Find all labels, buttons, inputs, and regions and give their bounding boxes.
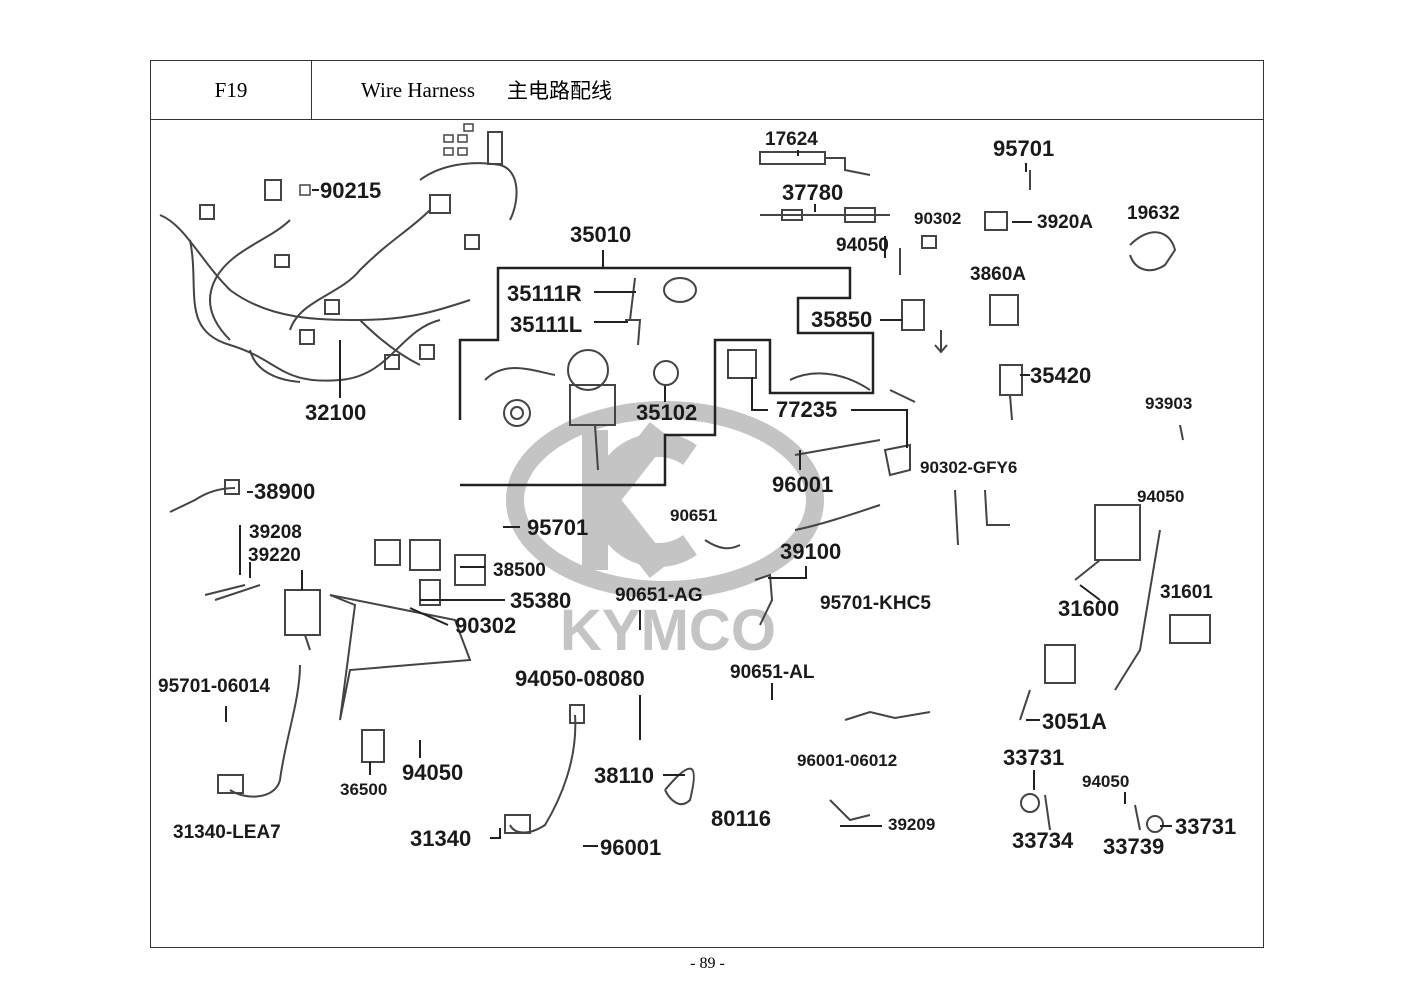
part-label-31601: 31601: [1160, 582, 1213, 603]
part-label-33739: 33739: [1103, 834, 1165, 859]
part-label-77235: 77235: [776, 397, 838, 422]
part-label-90651: 90651: [670, 506, 718, 525]
part-label-95701-mid: 95701: [527, 515, 589, 540]
part-label-35111L: 35111L: [510, 312, 583, 337]
part-label-35380: 35380: [510, 588, 572, 613]
part-label-35420: 35420: [1030, 363, 1092, 388]
assembly-outline-35010: [458, 266, 875, 487]
part-label-95701-KHC5: 95701-KHC5: [820, 593, 931, 614]
part-label-3860A: 3860A: [970, 264, 1026, 285]
leader-lines: [225, 150, 1172, 847]
part-label-31600: 31600: [1058, 596, 1120, 621]
part-label-94050-08080: 94050-08080: [515, 666, 645, 691]
part-label-90215: 90215: [320, 178, 382, 203]
part-label-90302-top: 90302: [914, 209, 962, 228]
misc-parts-drawing: [759, 151, 1184, 546]
part-label-35010: 35010: [570, 222, 632, 247]
part-label-19632: 19632: [1127, 203, 1180, 224]
page-number: - 89 -: [690, 955, 725, 972]
part-label-35111R: 35111R: [507, 281, 582, 306]
part-label-33731-top: 33731: [1003, 745, 1065, 770]
part-label-90302-low: 90302: [455, 613, 517, 638]
part-label-39208: 39208: [249, 522, 302, 543]
part-label-95701-top: 95701: [993, 136, 1055, 161]
lower-parts-drawing: [169, 479, 1211, 834]
kymco-watermark-text: KYMCO: [560, 598, 776, 663]
part-label-95701-06014: 95701-06014: [158, 676, 270, 697]
part-label-90651-AL: 90651-AL: [730, 662, 815, 683]
part-label-94050-low-right: 94050: [1082, 772, 1130, 791]
part-label-38900: 38900: [254, 479, 316, 504]
part-label-38110: 38110: [594, 763, 654, 788]
part-label-39209: 39209: [888, 815, 936, 834]
part-label-36500: 36500: [340, 780, 388, 799]
title-english: Wire Harness: [361, 77, 476, 102]
part-label-31340-LEA7: 31340-LEA7: [173, 822, 281, 843]
kymco-watermark-logo: [506, 401, 824, 599]
part-label-96001-06012: 96001-06012: [797, 751, 898, 770]
section-code: F19: [151, 61, 312, 119]
header-box: F19 Wire Harness 主电路配线: [150, 60, 1264, 120]
part-label-93903: 93903: [1145, 394, 1193, 413]
part-label-32100: 32100: [305, 400, 367, 425]
part-label-33734: 33734: [1012, 828, 1074, 853]
title-chinese: 主电路配线: [507, 79, 613, 103]
part-label-35850: 35850: [811, 307, 873, 332]
part-label-3920A: 3920A: [1037, 212, 1093, 233]
wire-harness-drawing: [159, 131, 518, 383]
connector-icons: [299, 123, 474, 196]
ignition-switch-drawing: [484, 277, 871, 471]
part-label-35102: 35102: [636, 400, 698, 425]
diagram-frame: [150, 120, 1264, 948]
part-label-17624: 17624: [765, 129, 818, 150]
part-label-96001-bottom: 96001: [600, 835, 662, 860]
part-label-80116: 80116: [711, 806, 771, 831]
part-label-94050-right: 94050: [1137, 487, 1185, 506]
part-label-31340: 31340: [410, 826, 472, 851]
page-title: Wire Harness 主电路配线: [361, 61, 644, 119]
part-label-33731-bottom: 33731: [1175, 814, 1237, 839]
part-label-38500: 38500: [493, 560, 546, 581]
part-label-37780: 37780: [782, 180, 844, 205]
part-label-39100: 39100: [780, 539, 842, 564]
part-label-96001-mid: 96001: [772, 472, 834, 497]
part-label-90651-AG: 90651-AG: [615, 585, 703, 606]
part-label-3051A: 3051A: [1042, 709, 1107, 734]
part-label-94050-top: 94050: [836, 235, 889, 256]
part-label-90302-GFY6: 90302-GFY6: [920, 458, 1018, 477]
part-label-39220: 39220: [248, 545, 301, 566]
part-label-94050-low: 94050: [402, 760, 464, 785]
